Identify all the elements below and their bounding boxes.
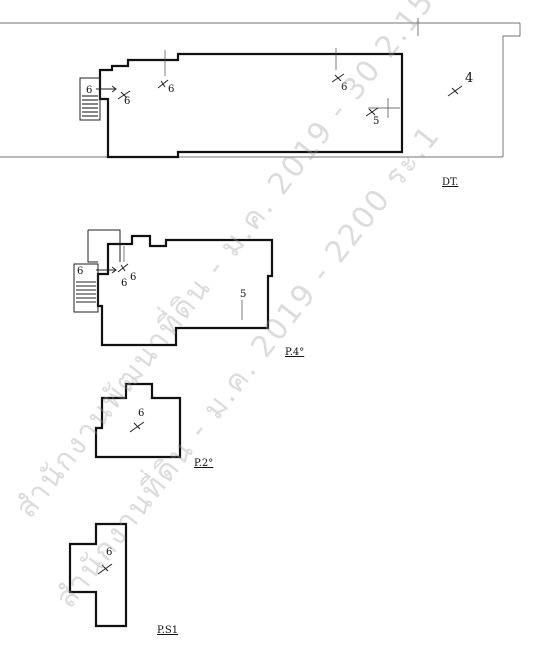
slope-symbol (447, 85, 463, 97)
site-arrow-head (111, 85, 117, 93)
floor4-plan: 6 6 6 5 P.4° (73, 229, 304, 358)
watermark-line-2: สำนักงานที่ดิน - ม.ค. 2019 - 2200 ระ.1 (46, 116, 448, 615)
floor4-arrow-head (111, 266, 117, 274)
floor4-stair-block (73, 263, 99, 313)
level-marker: 6 (124, 96, 130, 107)
sheet-label-basement: P.S1 (157, 625, 178, 636)
site-entry-block (79, 77, 101, 121)
level-marker: 6 (130, 272, 136, 283)
floor4-inner-line (87, 229, 121, 263)
level-marker: 6 (341, 82, 347, 93)
watermark: สำนักงานพัฒนาที่ดิน - ม.ค. 2019 - 30 2.1… (6, 0, 481, 615)
floor2-plan: 6 P.2° (94, 382, 213, 469)
level-marker: 6 (86, 85, 92, 96)
level-marker: 5 (240, 289, 246, 300)
sheet-label-floor2: P.2° (194, 458, 213, 469)
level-marker: 4 (465, 71, 473, 86)
slope-symbol (365, 107, 379, 117)
site-boundary-right (502, 23, 521, 157)
sheet-label-site: DT. (442, 177, 458, 188)
slope-symbol (129, 421, 145, 433)
slope-symbol (331, 73, 345, 83)
slope-symbol (97, 563, 113, 575)
slope-symbol (117, 263, 129, 273)
level-marker: 6 (77, 266, 83, 277)
floor2-outline (94, 382, 182, 459)
slope-symbol (157, 79, 169, 89)
level-marker: 6 (121, 278, 127, 289)
watermark-line-1: สำนักงานพัฒนาที่ดิน - ม.ค. 2019 - 30 2.1… (6, 0, 481, 525)
level-marker: 6 (138, 408, 144, 419)
level-marker: 5 (373, 116, 379, 127)
basement-plan: 6 P.S1 (68, 522, 178, 636)
floor4-stair (76, 281, 96, 303)
level-marker: 6 (106, 547, 112, 558)
sheet-label-floor4: P.4° (285, 347, 304, 358)
site-stair (82, 95, 98, 117)
site-plan: 6 6 6 6 5 4 DT. (0, 18, 521, 188)
basement-outline (68, 522, 128, 628)
level-marker: 6 (168, 84, 174, 95)
slope-symbol (117, 90, 131, 100)
